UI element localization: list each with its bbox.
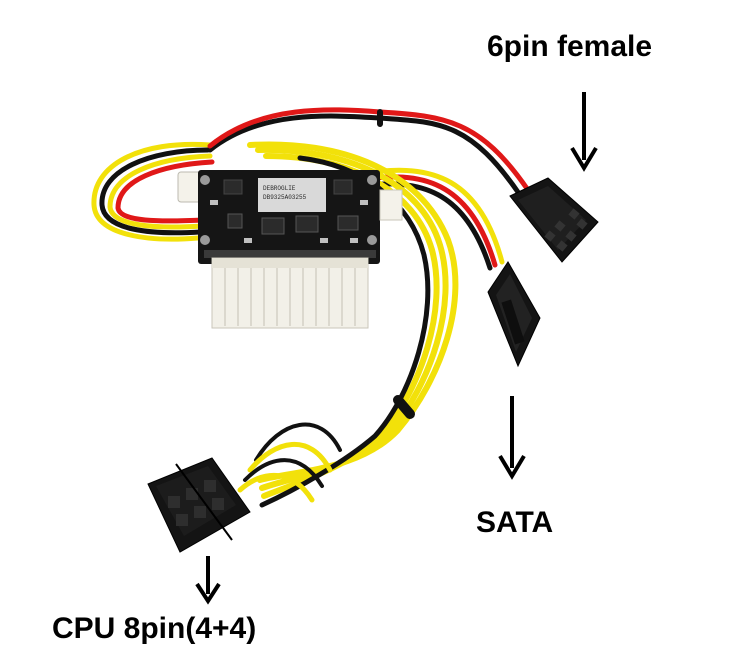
arrow-6pin — [570, 92, 598, 172]
callout-sata: SATA — [476, 506, 554, 539]
chip-label-1: DEBROGLIE — [263, 185, 296, 192]
left-wire-loop — [91, 141, 215, 242]
six-pin-female-connector — [509, 177, 599, 263]
sata-connector — [487, 261, 541, 368]
white-latch — [379, 189, 403, 221]
chip-label-2: DB9325A03255 — [263, 194, 307, 201]
arrow-sata — [498, 396, 526, 480]
pcb-board: DEBROGLIE DB9325A03255 — [198, 170, 380, 264]
wire-bundle-6pin — [207, 107, 531, 198]
callout-6pin-female: 6pin female — [487, 30, 653, 63]
atx-24pin-connector — [211, 257, 369, 329]
arrow-cpu — [195, 556, 221, 605]
callout-cpu-8pin: CPU 8pin(4+4) — [52, 612, 257, 645]
cpu-8pin-connector — [147, 457, 251, 553]
